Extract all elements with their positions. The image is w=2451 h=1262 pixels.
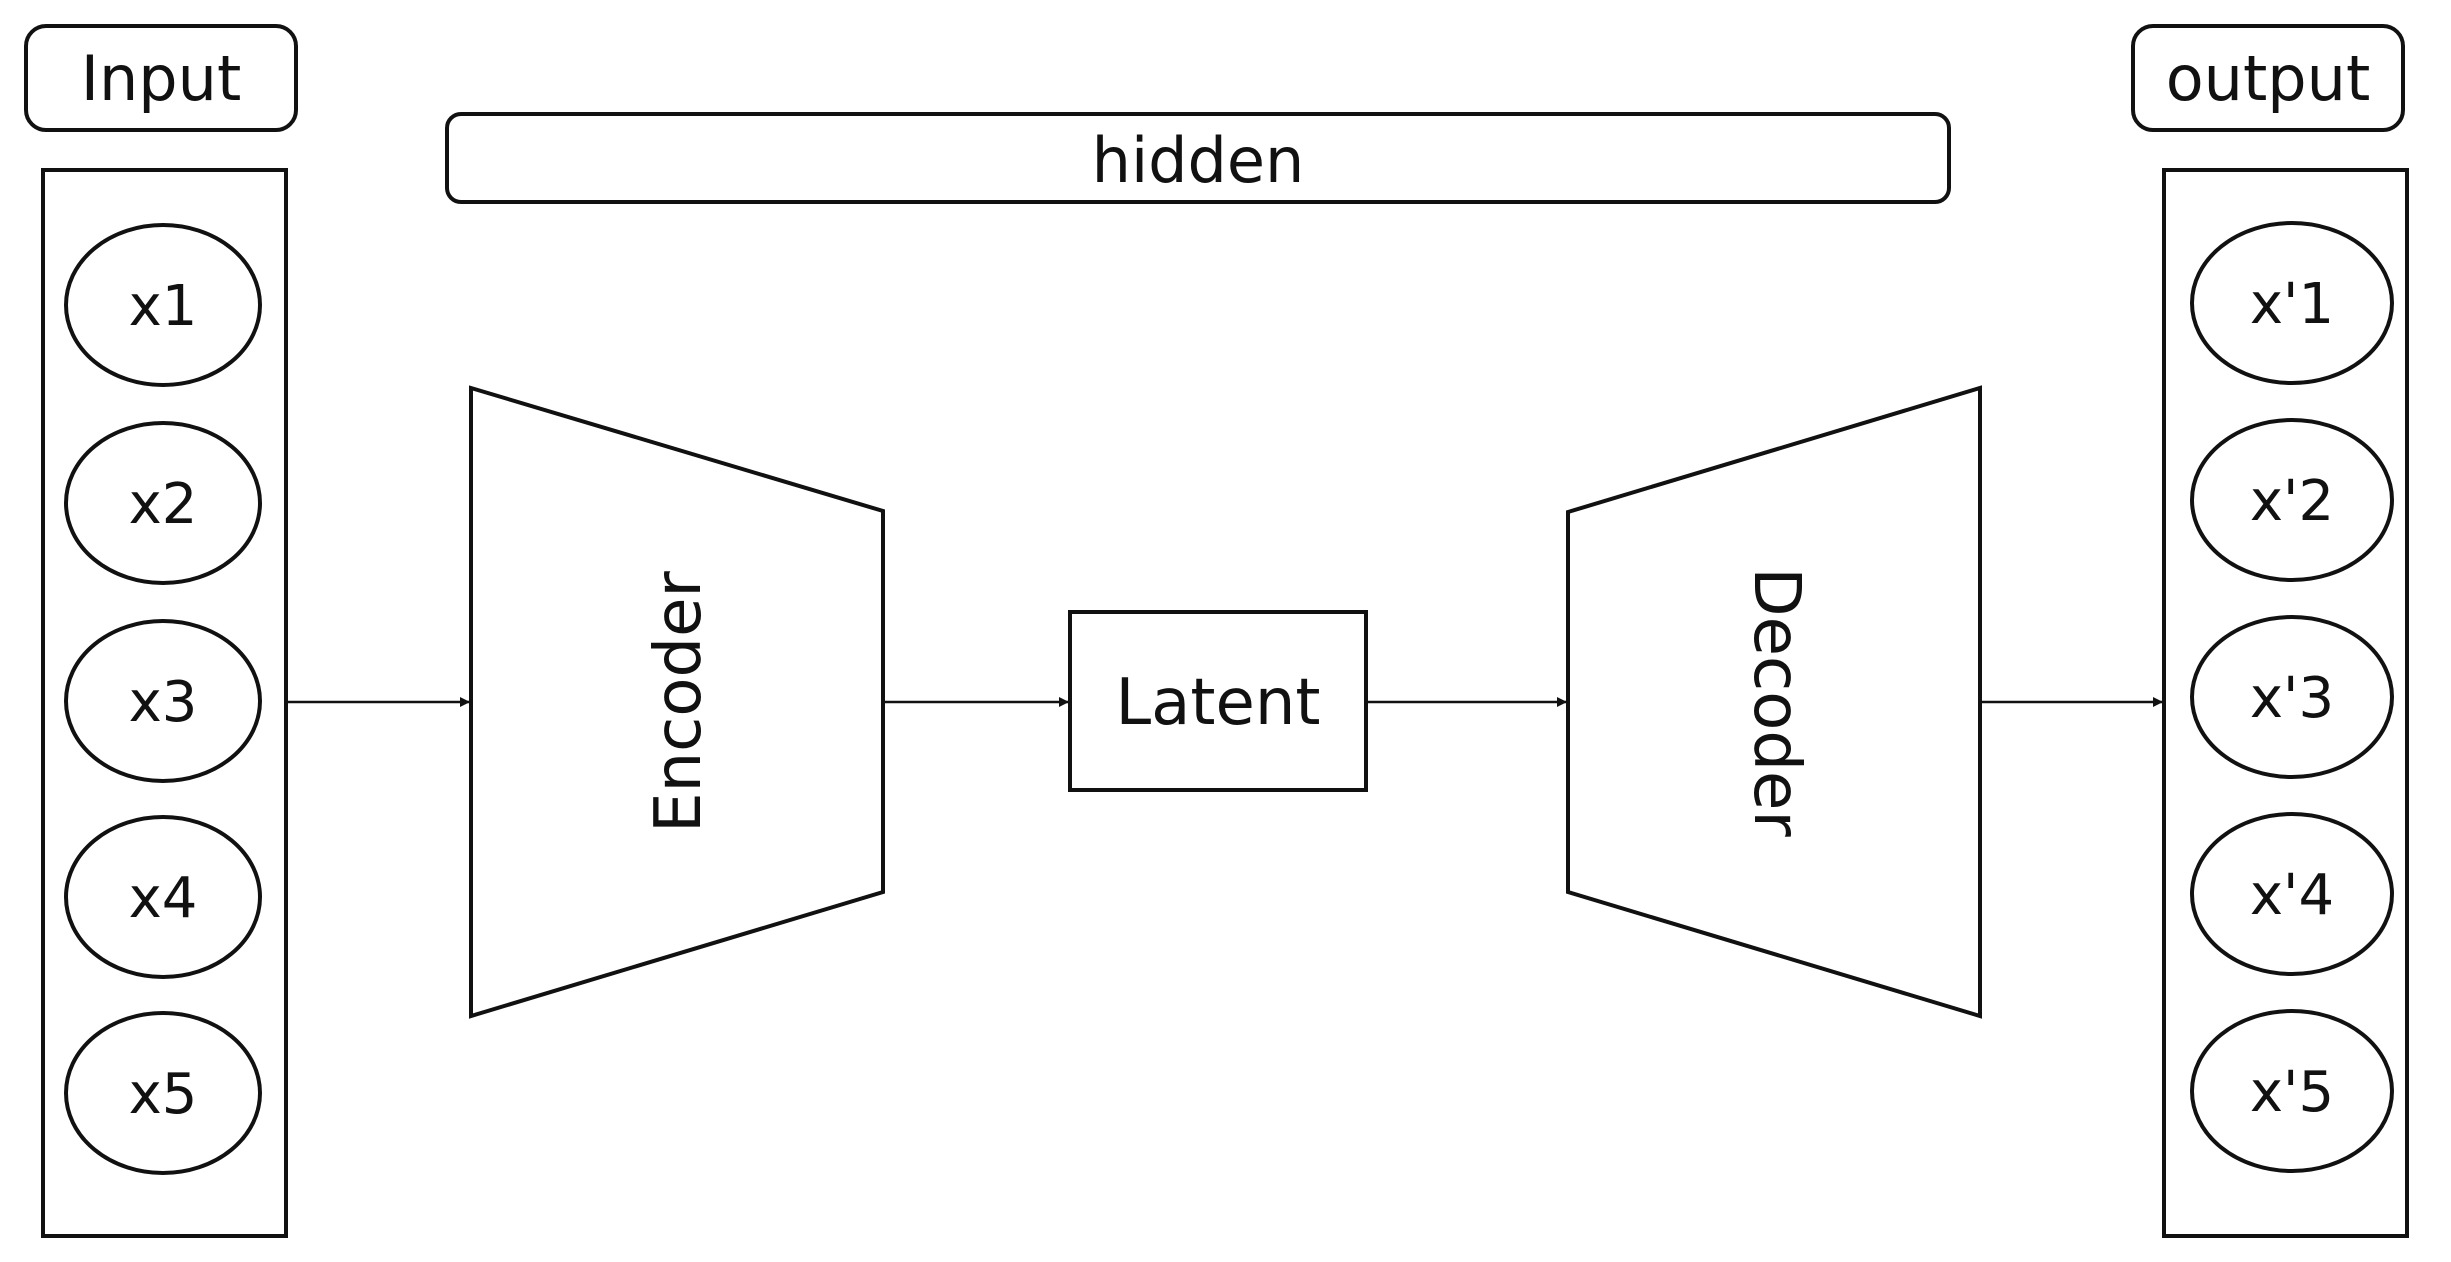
input-node: x1: [64, 223, 262, 387]
output-node: x'2: [2190, 418, 2394, 582]
svg-text:x1: x1: [129, 274, 198, 339]
output-node: x'3: [2190, 615, 2394, 779]
input-title-box: Input: [24, 24, 298, 132]
input-title: Input: [81, 42, 242, 115]
svg-text:x2: x2: [129, 472, 198, 537]
output-node: x'1: [2190, 221, 2394, 385]
input-layer: x1 x2 x3 x4 x5: [41, 168, 288, 1238]
svg-text:x'2: x'2: [2250, 469, 2334, 534]
output-layer: x'1 x'2 x'3 x'4 x'5: [2162, 168, 2409, 1238]
input-node: x4: [64, 815, 262, 979]
output-title: output: [2166, 42, 2371, 115]
latent-block: Latent: [1068, 610, 1368, 792]
svg-text:x'1: x'1: [2250, 272, 2334, 337]
output-node: x'5: [2190, 1009, 2394, 1173]
svg-text:x5: x5: [129, 1062, 198, 1127]
output-node: x'4: [2190, 812, 2394, 976]
latent-label: Latent: [1116, 666, 1321, 740]
hidden-bar: hidden: [445, 112, 1951, 204]
input-node: x3: [64, 619, 262, 783]
input-node: x5: [64, 1011, 262, 1175]
input-node: x2: [64, 421, 262, 585]
encoder-label: Encoder: [642, 570, 716, 832]
encoder-block: Encoder: [469, 385, 885, 1019]
svg-text:x'4: x'4: [2250, 863, 2334, 928]
hidden-label: hidden: [1092, 124, 1305, 197]
svg-text:x'5: x'5: [2250, 1060, 2334, 1125]
svg-text:x4: x4: [129, 866, 198, 931]
decoder-label: Decoder: [1739, 567, 1813, 837]
output-title-box: output: [2131, 24, 2405, 132]
svg-text:x3: x3: [129, 670, 198, 735]
svg-text:x'3: x'3: [2250, 666, 2334, 731]
decoder-block: Decoder: [1566, 385, 1982, 1019]
